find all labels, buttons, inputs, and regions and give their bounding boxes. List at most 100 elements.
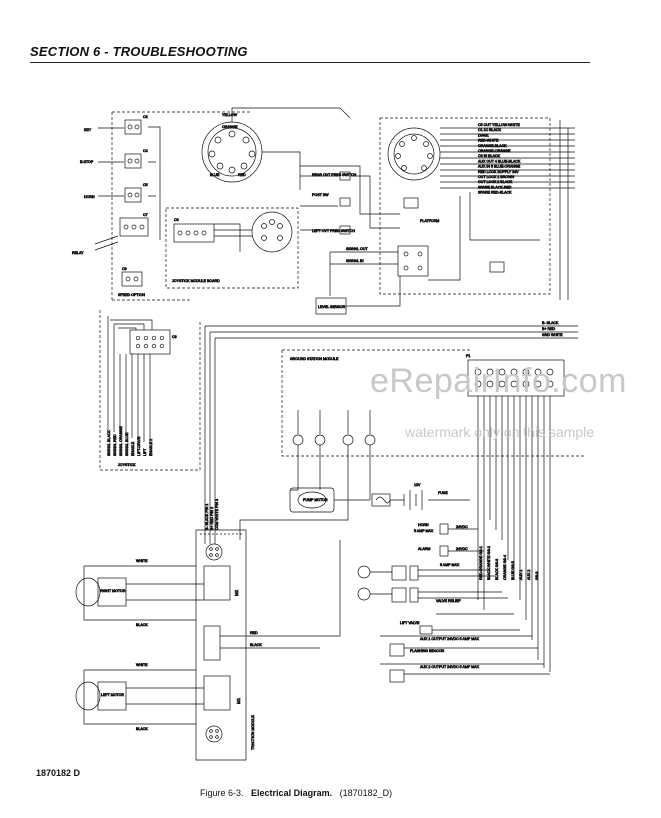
wire-label-top: C1 1C BLACK (478, 128, 502, 132)
horn-label: HORN (84, 195, 95, 199)
joystick-module-label: JOYSTICK MODULE BOARD (172, 279, 220, 283)
bneg-label: B- BLACK (542, 321, 559, 325)
figure-ref: (1870182_D) (339, 788, 393, 798)
right-motor: RIGHT MOTOR WHITE BLACK (75, 559, 204, 627)
orange-label: ORANGE (222, 125, 238, 129)
joystick-label: JOYSTICK (118, 463, 136, 467)
wire-label-top: AUX OUT 4 BLUE-BLACK (478, 159, 521, 163)
p1-wire-label: B- BLACK PIN 1 (205, 504, 209, 530)
m2-label: M2 (234, 589, 239, 596)
mid-wires: RED BLACK (220, 540, 341, 649)
wire-label-top: RED LOCK SUPPLY 24V (478, 170, 519, 174)
c3-label: C3 (143, 115, 148, 119)
gnd-label: GND WHITE (542, 333, 563, 337)
horn-alarm: HORN 5 AMP MAX 24VDC ALARM 24VDC (414, 523, 484, 557)
p1-wire-label: B+ RED PIN 2 (210, 507, 214, 530)
section-header: SECTION 6 - TROUBLESHOOTING (30, 44, 248, 59)
vdc-label-1: 24VDC (456, 525, 468, 529)
aux2-label: AUX 2 OUTPUT 24VDC 5 AMP MAX (420, 665, 480, 669)
white-label-2: WHITE (136, 663, 148, 667)
amp-5-label-1: 5 AMP MAX (414, 529, 434, 533)
ground-station-wire-labels: RED-ORANGE GS-1 BLACK-WHITE GS-2 BLACK GS-… (479, 546, 540, 581)
m1-label: M1 (236, 697, 241, 704)
watermark-site: eRepairInfo.com (370, 362, 627, 400)
wire-label-top: SPARE BLACK-RED (478, 185, 512, 189)
ground-station-label: GROUND STATION MODULE (290, 357, 339, 361)
ground-station-wire-label: BLACK-WHITE GS-2 (487, 546, 491, 580)
wire-label-top: OUT LOCK 2 BLACK (478, 180, 513, 184)
c4-label: C4 (143, 149, 148, 153)
wire-label-top: DIAG1 (478, 133, 489, 137)
left-motor: LEFT MOTOR WHITE BLACK (75, 663, 204, 731)
left-ovt-label: LEFT OVT PRES SWITCH (312, 229, 355, 233)
red-label: RED (238, 173, 246, 177)
p1-vertical-wires (477, 396, 551, 672)
joystick-wire-label: ENABLE 2 (149, 439, 153, 456)
joystick-wire-label: SIGNAL BLACK (107, 430, 111, 456)
c9-label: C9 (122, 267, 127, 271)
ground-station-wire-label: RED-ORANGE GS-1 (479, 546, 483, 580)
joystick-box: C8 JOYSTICK (99, 310, 201, 471)
joystick-wire-label: LIFT (143, 448, 147, 456)
yellow-label: YELLOW (222, 113, 238, 117)
signal-in-label: SIGNAL IN (346, 259, 364, 263)
valve-relief-label: VALVE RELIEF (436, 599, 461, 603)
platform-label: PLATFORM (420, 219, 439, 223)
wire-label-top: SPARE RED-BLACK (478, 191, 512, 195)
vdc-label-2: 24VDC (456, 547, 468, 551)
pump-motor-row: PUMP MOTOR 12V FUSE (289, 483, 470, 513)
red-wire-label: RED (250, 631, 258, 635)
white-label-1: WHITE (136, 559, 148, 563)
blue-label: BLUE (210, 173, 220, 177)
p1-label: P1 (466, 354, 470, 358)
wire-label-top: C5 OUT YELLOW-WHITE (478, 123, 520, 127)
ground-station-wire-label: BLUE GS-5 (511, 561, 515, 580)
joystick-wire-label: LIFT-DRIVE (137, 436, 141, 456)
ground-station-wire-label: ORANGE GS-4 (503, 555, 507, 580)
speed-option-label: SPEED OPTION (118, 293, 145, 297)
switch-panel: C3 KEY C4 E-STOP C5 HORN C7 RELAY C9 SPE… (72, 111, 250, 301)
joystick-wire-label: SIGNAL RED (113, 434, 117, 456)
post-sw-label: POST SW (312, 193, 329, 197)
level-sensor-label: LEVEL SENSOR (318, 305, 346, 309)
wire-label-top: C6 IN BLACK (478, 154, 501, 158)
joystick-wire-label: ENABLE (131, 441, 135, 456)
doc-number: 1870182 D (36, 768, 81, 778)
pressure-switches: REAR OVT PRES SWITCH POST SW LEFT OVT PR… (300, 165, 400, 235)
traction-module: M2 M1 TRACTION MODULE (195, 529, 255, 761)
wire-label-top: ORANGE-BLACK (478, 144, 507, 148)
left-motor-label: LEFT MOTOR (101, 693, 124, 697)
bus-lines: B- BLACK B+ RED GND WHITE (204, 321, 578, 540)
figure-title: Electrical Diagram. (251, 788, 333, 798)
platform-box: PLATFORM SIGNAL OUT SIGNAL IN (329, 117, 575, 300)
ground-station-wire-label: GS-8 (535, 572, 539, 580)
joystick-module-box: C6 JOYSTICK MODULE BOARD (165, 207, 299, 289)
watermark-note: watermark only on this sample (405, 424, 595, 440)
black-label-2: BLACK (136, 727, 148, 731)
battery-label: 12V (414, 483, 421, 487)
c7-label: C7 (143, 213, 148, 217)
pump-motor-label: PUMP MOTOR (303, 498, 328, 502)
ground-station-wire-label: AUX 2 (527, 570, 531, 580)
key-label: KEY (84, 128, 92, 132)
level-sensor: LEVEL SENSOR (315, 276, 401, 315)
ground-station-wire-label: BLACK GS-3 (495, 559, 499, 580)
wire-label-top: OUT LOCK 1 BROWN (478, 175, 514, 179)
joystick-wire-label: SIGNAL ORANGE (119, 426, 123, 456)
alarm-label: ALARM (418, 547, 430, 551)
aux1-label: AUX 1 OUTPUT 24VDC 5 AMP MAX (420, 637, 480, 641)
c8-label: C8 (172, 335, 177, 339)
header-rule (30, 62, 590, 63)
p1-wire-label: COM WHITE PIN 3 (215, 499, 219, 530)
traction-module-label: TRACTION MODULE (251, 715, 255, 750)
right-motor-label: RIGHT MOTOR (100, 589, 126, 593)
flashing-beacon-label: FLASHING BEACON (410, 649, 445, 653)
ground-station-wire-label: AUX 1 (519, 570, 523, 580)
signal-out-label: SIGNAL OUT (346, 247, 368, 251)
fuse-label: FUSE (438, 491, 448, 495)
lift-valve-label: LIFT VALVE (400, 621, 420, 625)
estop-label: E-STOP (80, 160, 94, 164)
